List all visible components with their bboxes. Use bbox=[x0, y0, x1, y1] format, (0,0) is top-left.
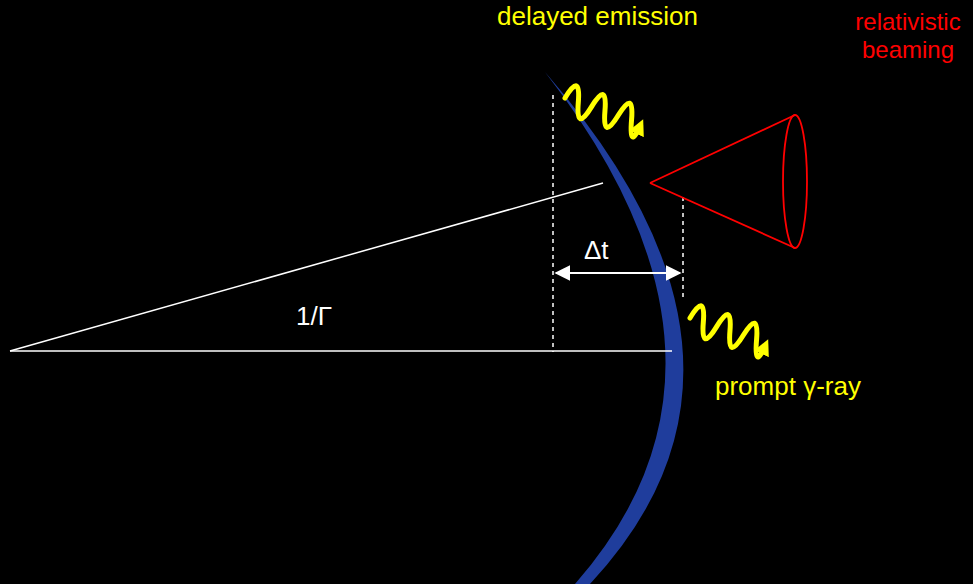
axis-line bbox=[10, 350, 672, 352]
shell-crescent bbox=[545, 72, 683, 584]
interval-label: Δt bbox=[584, 236, 644, 266]
interval-arrow bbox=[556, 272, 680, 274]
wave-label: delayed emission bbox=[497, 2, 757, 32]
dashed-line bbox=[552, 95, 554, 352]
photon-wave bbox=[685, 304, 771, 358]
beaming-cone bbox=[650, 115, 807, 248]
wave-label: prompt γ-ray bbox=[715, 372, 955, 402]
dashed-line bbox=[682, 197, 684, 300]
photon-wave bbox=[560, 84, 646, 138]
beam-label: relativistic beaming bbox=[848, 8, 968, 63]
angle-line bbox=[10, 183, 603, 351]
angle-label: 1/Γ bbox=[296, 302, 376, 332]
